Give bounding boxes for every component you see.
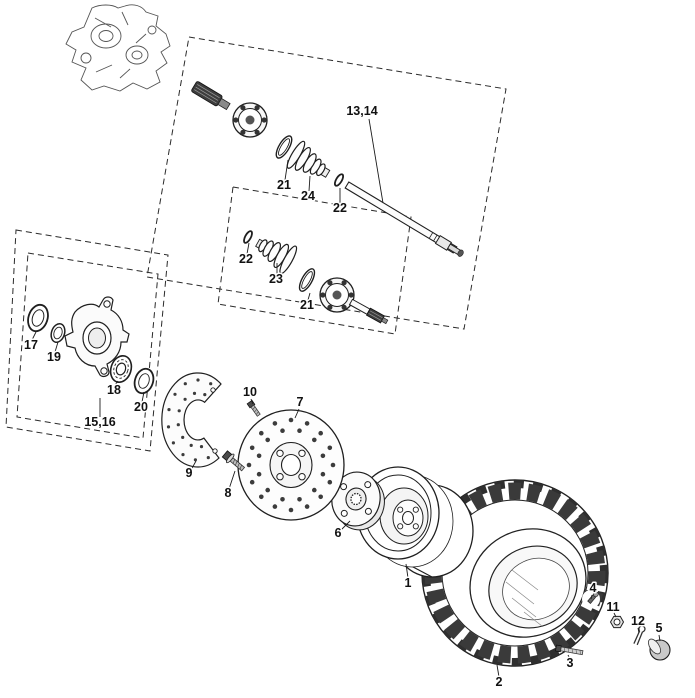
cv-boot-24	[286, 140, 331, 178]
callout-label-6: 6	[335, 526, 342, 540]
snap-ring-19	[50, 322, 66, 344]
screw-10	[246, 399, 261, 417]
callout-label-20: 20	[134, 400, 148, 414]
cv-boot-23	[255, 238, 298, 275]
callout-label-18: 18	[107, 383, 121, 397]
gearbox-illustration	[65, 4, 171, 92]
leader-lines	[31, 118, 661, 678]
boot-band-small-lower	[243, 230, 253, 244]
brake-disc	[237, 409, 345, 521]
callout-label-15-16: 15,16	[84, 415, 115, 429]
bolt-3	[555, 644, 584, 656]
callout-label-21b: 21	[300, 298, 314, 312]
boot-band-small-upper	[333, 173, 345, 187]
steering-knuckle	[64, 296, 130, 378]
knuckle-group-box-outer	[5, 229, 169, 452]
guard-bolt-8	[221, 450, 246, 472]
cv-joint-inner	[232, 102, 268, 138]
callout-label-24: 24	[301, 189, 315, 203]
callout-label-22a: 22	[333, 201, 347, 215]
callout-label-2: 2	[496, 675, 503, 689]
callout-label-1: 1	[405, 576, 412, 590]
callout-label-9: 9	[186, 466, 193, 480]
callout-label-8: 8	[225, 486, 232, 500]
wheel-hub	[331, 471, 385, 531]
cv-joint-outer	[319, 277, 355, 313]
callout-label-13-14: 13,14	[346, 104, 377, 118]
boot-band-large-upper	[275, 135, 293, 159]
callout-label-17: 17	[24, 338, 38, 352]
oil-seal-20	[133, 367, 155, 395]
callout-label-10: 10	[243, 385, 257, 399]
callout-label-22b: 22	[239, 252, 253, 266]
callout-labels: 13,14 21 24 22 22 23 21 17 19 18 20 15,1…	[23, 103, 664, 691]
axle-shaft	[344, 181, 464, 257]
callout-label-21a: 21	[277, 178, 291, 192]
wheel-nut	[609, 615, 625, 629]
boot-band-large-lower	[298, 268, 316, 292]
callout-label-23: 23	[269, 272, 283, 286]
oil-seal-17	[27, 303, 49, 333]
callout-label-12: 12	[631, 614, 645, 628]
callout-label-7: 7	[297, 395, 304, 409]
callout-label-3: 3	[567, 656, 574, 670]
outer-joint-group-box	[217, 186, 412, 335]
callout-label-19: 19	[47, 350, 61, 364]
callout-label-11: 11	[606, 600, 619, 614]
axle-splined-end	[191, 81, 231, 111]
dust-cap	[647, 638, 671, 661]
axle-group-box	[146, 36, 507, 330]
callout-label-5: 5	[656, 621, 663, 635]
cotter-pin	[633, 625, 646, 646]
stub-axle	[348, 298, 389, 325]
callout-label-4: 4	[590, 581, 597, 595]
brake-disc-guard	[161, 372, 222, 468]
